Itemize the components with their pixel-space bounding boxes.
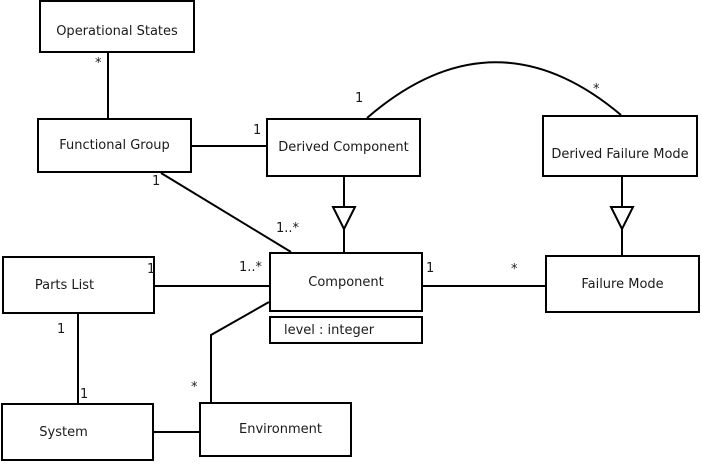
- multiplicity-label: 1: [253, 123, 262, 138]
- class-component-attributes: level : integer: [269, 316, 423, 344]
- class-label: Operational States: [56, 23, 178, 39]
- generalization-triangle-icon: [609, 206, 635, 232]
- multiplicity-label: *: [511, 262, 518, 277]
- class-label: Failure Mode: [581, 276, 664, 292]
- association-derived-component-derived-failure-mode: [366, 61, 622, 119]
- class-operational-states: Operational States: [39, 0, 195, 53]
- class-system: System: [1, 403, 154, 461]
- multiplicity-label: *: [95, 56, 102, 71]
- multiplicity-label: *: [593, 82, 600, 97]
- class-derived-failure-mode: Derived Failure Mode: [542, 115, 698, 177]
- class-label: Environment: [238, 422, 322, 437]
- class-label: Parts List: [34, 277, 95, 293]
- multiplicity-label: 1: [147, 262, 156, 277]
- class-functional-group: Functional Group: [37, 118, 192, 173]
- class-failure-mode: Failure Mode: [545, 255, 700, 313]
- association-functional-group-component: [160, 172, 292, 253]
- class-component: Component: [269, 252, 423, 312]
- multiplicity-label: 1..*: [239, 260, 263, 275]
- class-parts-list: Parts List: [2, 256, 155, 314]
- association-environment-component: [210, 301, 270, 402]
- multiplicity-label: *: [191, 380, 198, 395]
- class-label: Functional Group: [59, 138, 170, 153]
- multiplicity-label: 1: [80, 387, 89, 402]
- multiplicity-label: 1: [152, 174, 161, 189]
- multiplicity-label: 1: [57, 322, 66, 337]
- class-derived-component: Derived Component: [266, 118, 421, 177]
- class-label: Derived Component: [278, 140, 409, 155]
- attribute-label: level : integer: [284, 322, 375, 338]
- multiplicity-label: 1..*: [276, 221, 300, 236]
- multiplicity-label: 1: [426, 261, 435, 276]
- class-label: Component: [308, 274, 384, 290]
- generalization-triangle-icon: [331, 206, 357, 232]
- class-label: Derived Failure Mode: [551, 147, 689, 162]
- class-label: System: [39, 424, 88, 440]
- class-environment: Environment: [199, 402, 352, 457]
- multiplicity-label: 1: [355, 91, 364, 106]
